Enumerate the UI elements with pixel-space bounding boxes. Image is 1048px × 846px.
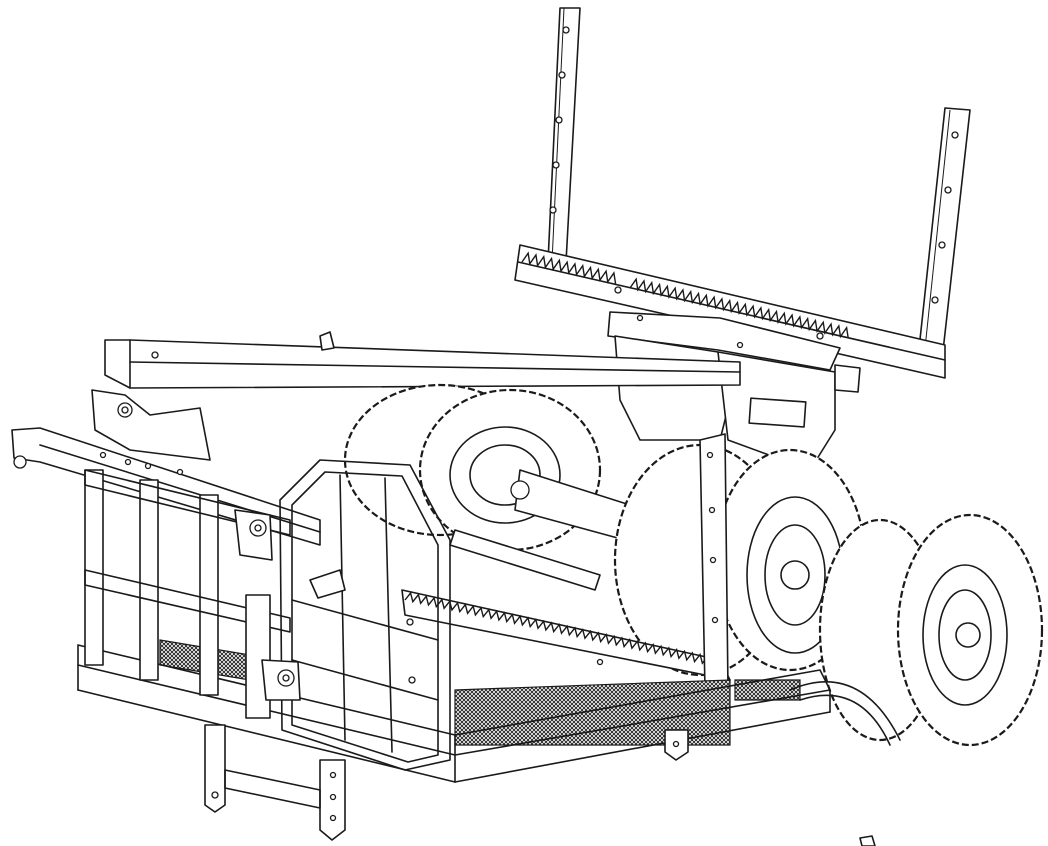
crane-arm-upper (104, 331, 741, 389)
tandem-wheels-rear (613, 443, 1044, 747)
clamp-upper (234, 509, 273, 561)
clamp-lower (261, 659, 301, 701)
front-headboard-frame (279, 459, 451, 771)
support-legs (204, 724, 689, 841)
mesh-floor (159, 639, 801, 746)
hydraulic-cylinder (449, 469, 631, 591)
side-rail-cage (77, 469, 831, 783)
drawbar (789, 681, 901, 846)
crane-arm-lower (11, 389, 321, 546)
tandem-wheels-front (343, 383, 602, 552)
bunk-crossbeam (514, 244, 946, 379)
log-stake-right (917, 107, 971, 361)
log-stake-left (547, 7, 581, 263)
